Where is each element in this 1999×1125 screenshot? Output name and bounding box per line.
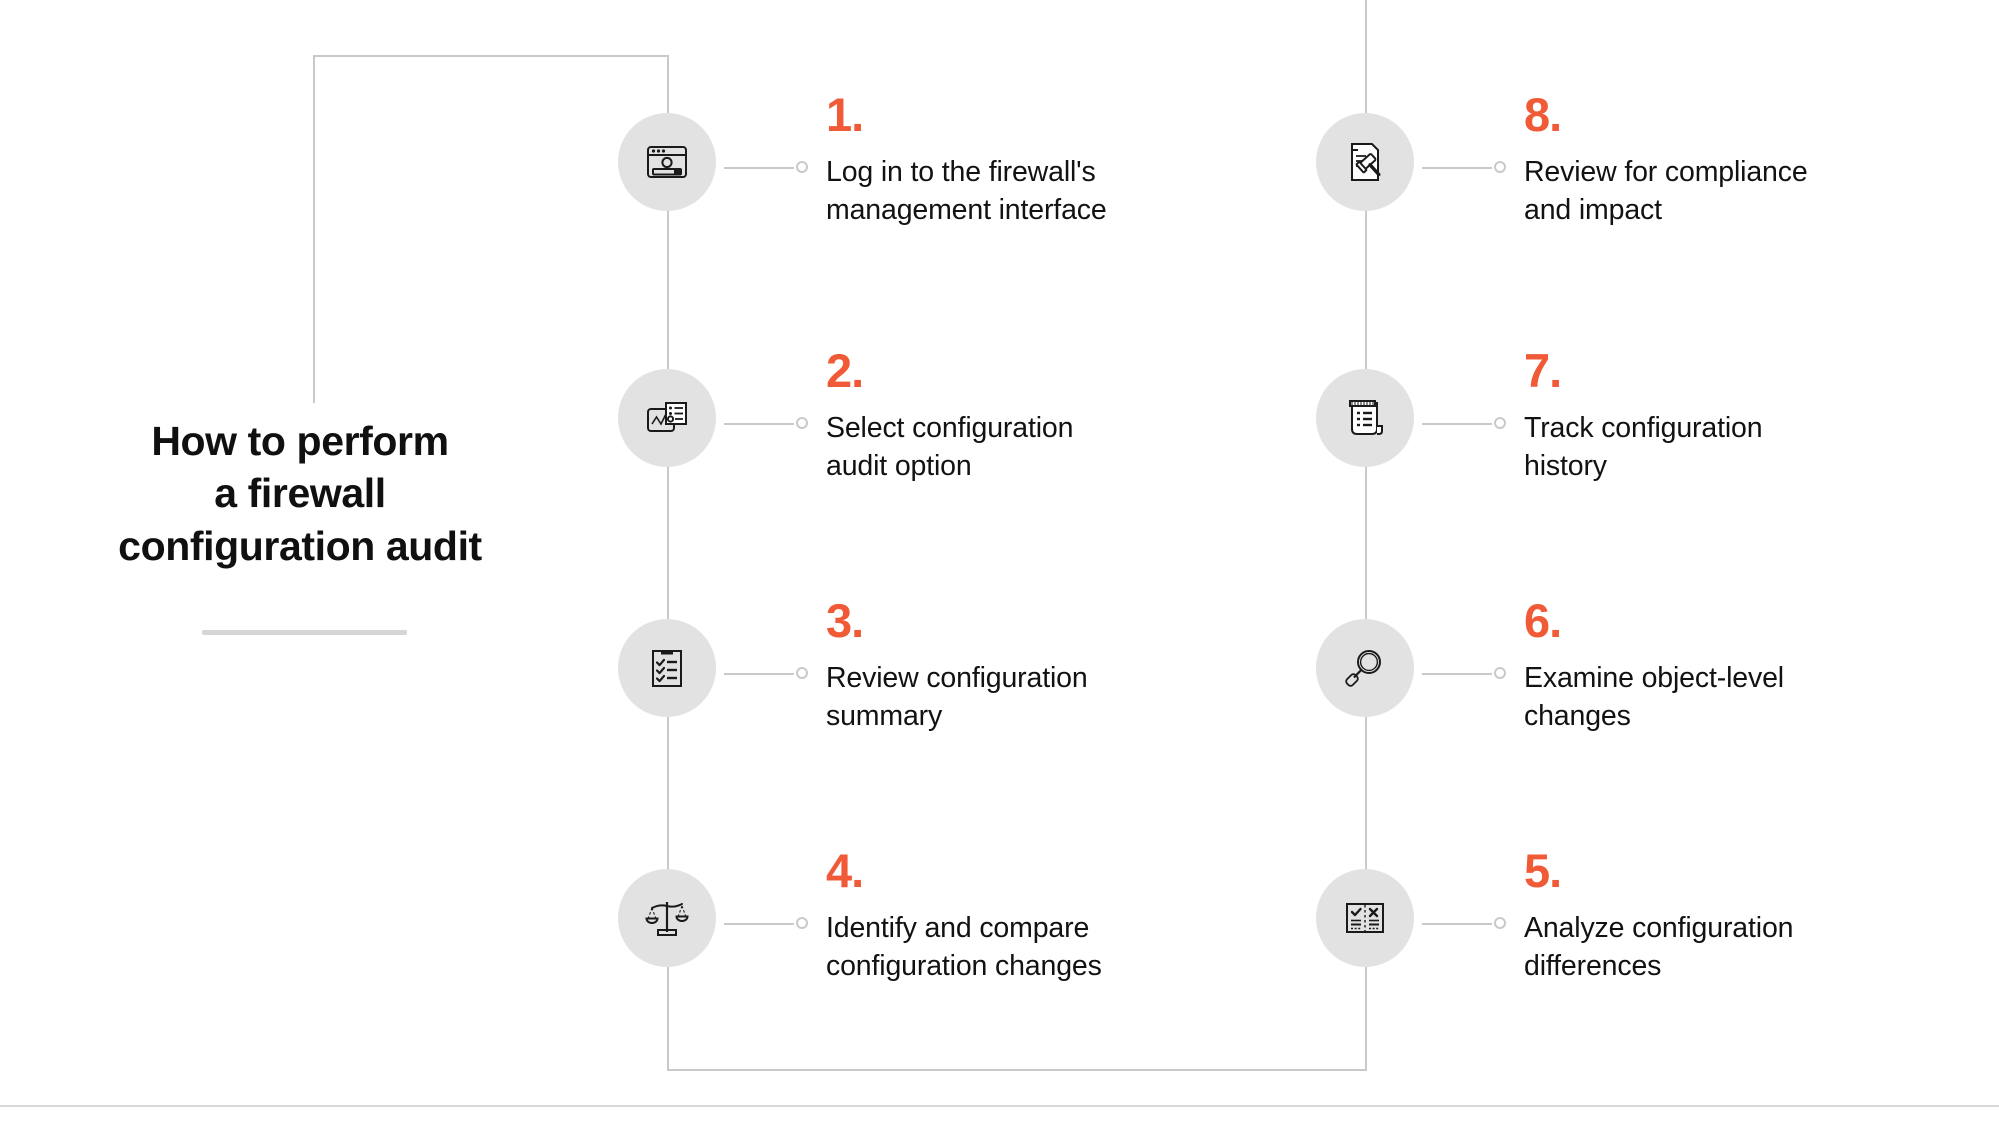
step-6-connector-dot [1494, 667, 1506, 679]
flow-line-left-column-spine [667, 55, 669, 1071]
step-5-connector [1422, 917, 1506, 931]
flow-line-right-column-spine [1365, 0, 1367, 1071]
step-2-label: Select configuration audit option [826, 412, 1074, 482]
page-title: How to perform a firewall configuration … [40, 415, 560, 572]
step-5-connector-dot [1494, 917, 1506, 929]
step-5-label: Analyze configuration differences [1524, 912, 1794, 982]
step-8-number: 8. [1524, 88, 1562, 141]
step-3-connector-line [724, 673, 794, 675]
step-2-icon-badge [618, 369, 716, 467]
step-8-connector-line [1422, 167, 1492, 169]
step-1-number: 1. [826, 88, 864, 141]
step-1-connector [724, 161, 808, 175]
page-title-line-2: a firewall [214, 470, 386, 517]
page-bottom-rule [0, 1105, 1999, 1107]
step-6-connector [1422, 667, 1506, 681]
step-8-connector-dot [1494, 161, 1506, 173]
step-6-number: 6. [1524, 594, 1562, 647]
step-4-connector-dot [796, 917, 808, 929]
step-3-body: 3. Review configuration summary [826, 597, 1296, 736]
step-4-body: 4. Identify and compare configuration ch… [826, 847, 1296, 986]
compare-diff-icon [1339, 892, 1391, 944]
step-5-body: 5. Analyze configuration differences [1524, 847, 1994, 986]
balance-scales-icon [641, 892, 693, 944]
step-6-label: Examine object-level changes [1524, 662, 1784, 732]
flow-line-left-vertical [313, 55, 315, 403]
step-7-connector [1422, 417, 1506, 431]
step-6-connector-line [1422, 673, 1492, 675]
step-4-icon-badge [618, 869, 716, 967]
step-6-icon-badge [1316, 619, 1414, 717]
step-1-connector-line [724, 167, 794, 169]
step-8-label: Review for compliance and impact [1524, 156, 1808, 226]
flow-line-bottom-horizontal [667, 1069, 1367, 1071]
step-2-body: 2. Select configuration audit option [826, 347, 1296, 486]
step-7-connector-dot [1494, 417, 1506, 429]
step-3-number: 3. [826, 594, 864, 647]
step-3-connector [724, 667, 808, 681]
step-1-connector-dot [796, 161, 808, 173]
step-8-icon-badge [1316, 113, 1414, 211]
step-4-connector [724, 917, 808, 931]
step-4-connector-line [724, 923, 794, 925]
step-8-connector [1422, 161, 1506, 175]
step-6-body: 6. Examine object-level changes [1524, 597, 1994, 736]
step-2-connector-line [724, 423, 794, 425]
step-3-icon-badge [618, 619, 716, 717]
page-title-line-3: configuration audit [118, 522, 482, 569]
flow-line-top-horizontal [313, 55, 669, 57]
browser-login-icon [641, 136, 693, 188]
step-7-connector-line [1422, 423, 1492, 425]
title-underline-rule [202, 630, 407, 635]
step-7-label: Track configuration history [1524, 412, 1763, 482]
step-3-connector-dot [796, 667, 808, 679]
step-2-connector-dot [796, 417, 808, 429]
step-7-number: 7. [1524, 344, 1562, 397]
step-1-icon-badge [618, 113, 716, 211]
document-gavel-icon [1339, 136, 1391, 188]
step-5-connector-line [1422, 923, 1492, 925]
step-4-number: 4. [826, 844, 864, 897]
scroll-history-icon [1339, 392, 1391, 444]
step-4-label: Identify and compare configuration chang… [826, 912, 1102, 982]
step-3-label: Review configuration summary [826, 662, 1088, 732]
magnifying-glass-icon [1339, 642, 1391, 694]
step-7-icon-badge [1316, 369, 1414, 467]
step-7-body: 7. Track configuration history [1524, 347, 1994, 486]
page-title-line-1: How to perform [151, 418, 449, 464]
step-1-label: Log in to the firewall's management inte… [826, 156, 1107, 226]
checklist-clipboard-icon [641, 642, 693, 694]
step-2-connector [724, 417, 808, 431]
chart-document-icon [641, 392, 693, 444]
step-1-body: 1. Log in to the firewall's management i… [826, 91, 1296, 230]
step-8-body: 8. Review for compliance and impact [1524, 91, 1994, 230]
step-5-number: 5. [1524, 844, 1562, 897]
step-5-icon-badge [1316, 869, 1414, 967]
step-2-number: 2. [826, 344, 864, 397]
